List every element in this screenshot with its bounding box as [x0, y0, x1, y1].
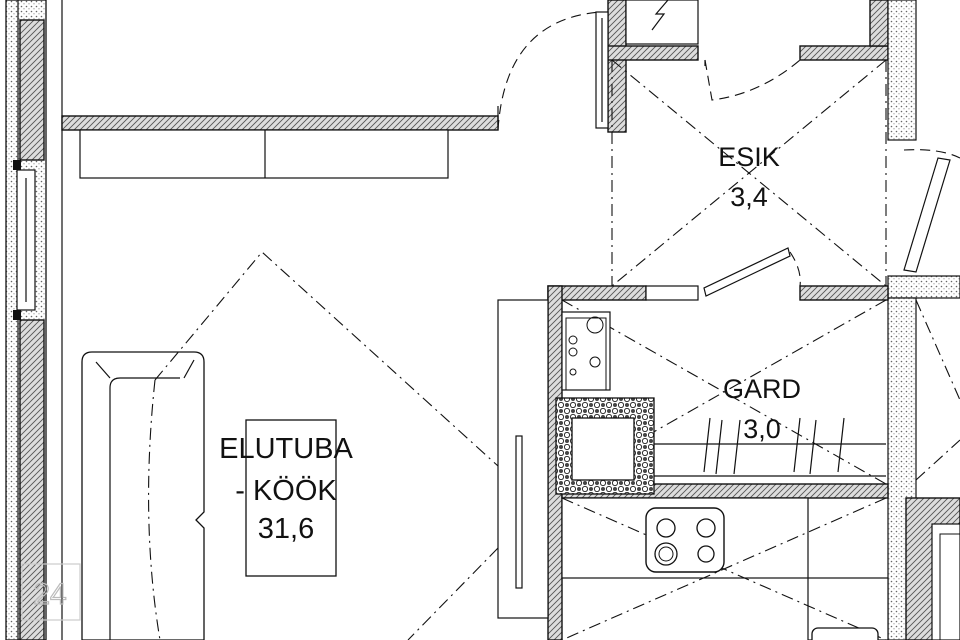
door-gard [703, 247, 801, 297]
coffee-table [245, 419, 337, 577]
esik-walls [607, 0, 960, 640]
window-left [13, 160, 36, 320]
tall-cabinet [497, 299, 549, 619]
living-area-marks [148, 251, 499, 640]
sink [811, 627, 879, 640]
room-area-elutuba: 31,6 [258, 513, 314, 545]
door-swing-top [497, 11, 601, 131]
right-walls [905, 299, 960, 640]
electrical-panel [625, 0, 699, 45]
boiler [561, 311, 611, 391]
fireplace [555, 397, 655, 495]
room-area-esik: 3,4 [730, 182, 768, 212]
door-right [903, 149, 960, 273]
esik-area-marks [611, 59, 887, 287]
interior-wall-top [61, 115, 499, 179]
room-name-esik: ESIK [718, 142, 780, 172]
gard-area-marks [561, 299, 887, 485]
door-entrance [595, 11, 609, 129]
room-name-elutuba: ELUTUBA [219, 433, 353, 465]
watermark-text: 24 [33, 578, 66, 611]
hanger-marks [703, 417, 845, 475]
room-name-elutuba-line2: - KÖÖK [235, 475, 337, 507]
cooktop [645, 507, 725, 573]
kitchen-counter [561, 497, 889, 640]
gard-walls [547, 285, 889, 640]
room-area-gard: 3,0 [743, 414, 781, 444]
sofa [81, 351, 205, 640]
room-name-gard: GARD [723, 374, 801, 404]
door-closet-top [704, 59, 801, 101]
watermark-logo: 24 [21, 563, 81, 621]
